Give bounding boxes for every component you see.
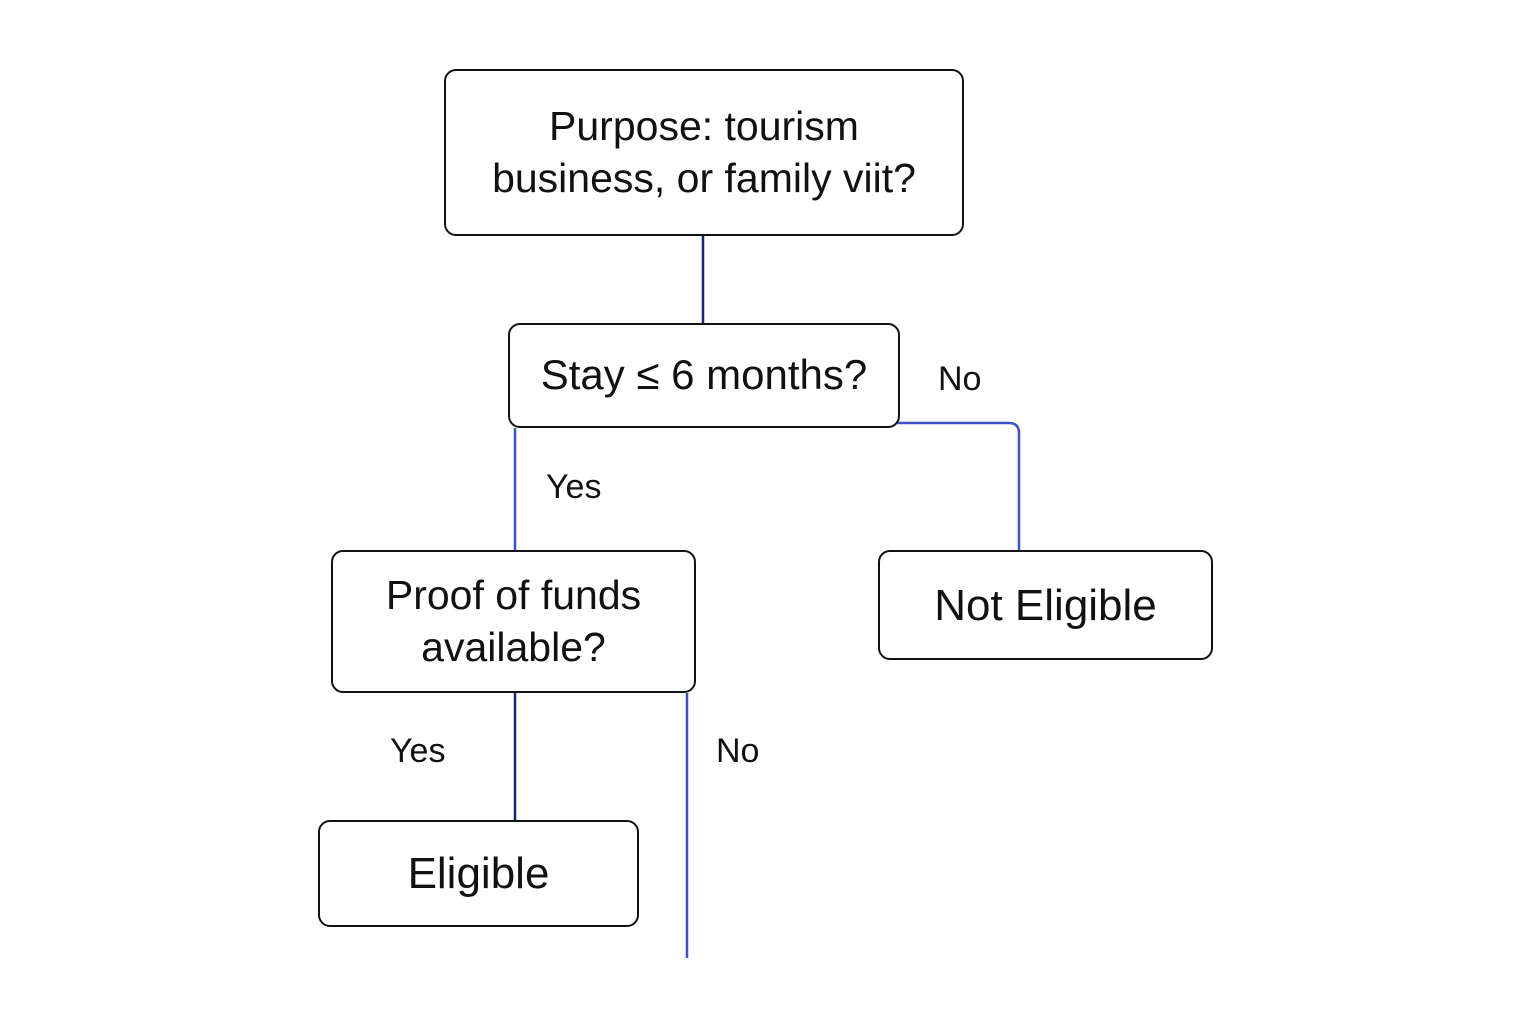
node-text-line: Proof of funds xyxy=(385,572,642,619)
outcome-eligible-node: Eligible xyxy=(318,820,639,927)
decision-funds-node: Proof of funds available? xyxy=(331,550,696,693)
node-text-line: business, or family viit? xyxy=(492,154,916,201)
edge-label-stay-yes: Yes xyxy=(546,468,602,506)
edge-label-funds-no: No xyxy=(716,732,760,770)
edge-label-stay-no: No xyxy=(938,360,982,398)
decision-stay-node: Stay ≤ 6 months? xyxy=(508,323,900,428)
node-text: Eligible xyxy=(407,849,550,898)
node-text-line: available? xyxy=(421,623,606,670)
edge-label-funds-yes: Yes xyxy=(390,732,446,770)
connector-stay-no-to-not-eligible xyxy=(895,421,1021,550)
decision-purpose-node: Purpose: tourism business, or family vii… xyxy=(444,69,964,236)
node-text: Not Eligible xyxy=(934,580,1157,630)
node-text: Stay ≤ 6 months? xyxy=(540,351,868,399)
outcome-not-eligible-node: Not Eligible xyxy=(878,550,1213,660)
node-text-line: Purpose: tourism xyxy=(549,103,859,150)
